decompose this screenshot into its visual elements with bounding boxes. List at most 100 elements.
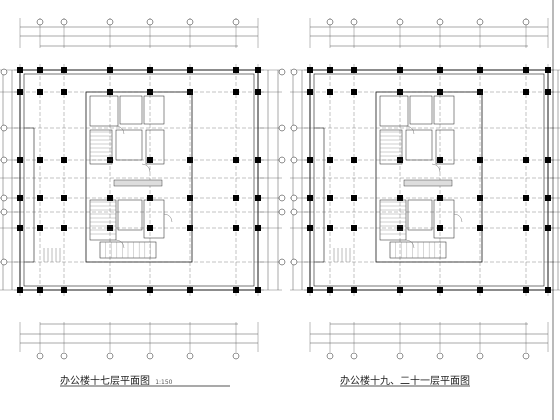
left-floor-plan [0,18,286,360]
left-door-swing [115,239,125,249]
left-column [147,157,153,163]
left-axis-bubble [278,156,286,164]
left-column [255,89,261,95]
right-door-swing [405,125,415,135]
right-column [351,287,357,293]
right-service-room [435,129,455,165]
right-elevator-shaft [405,129,433,161]
left-door-swing [163,213,173,223]
left-service-room [145,129,165,165]
left-column [61,89,67,95]
right-inner-wall [313,73,545,287]
right-column [545,67,551,73]
right-column [437,157,443,163]
left-column [255,195,261,201]
right-plan-title: 办公楼十九、二十一层平面图 [340,376,470,387]
left-column [37,225,43,231]
left-column [233,89,239,95]
left-axis-bubble [278,124,286,132]
left-column [147,195,153,201]
right-column [307,195,313,201]
right-axis-bubble [476,18,484,26]
left-column [187,225,193,231]
right-axis-bubble [326,18,334,26]
left-door-swing [115,125,125,135]
left-column [187,287,193,293]
left-column [187,157,193,163]
left-column [107,195,113,201]
right-column [437,195,443,201]
right-column [307,287,313,293]
right-lift-lobby [403,179,453,187]
right-axis-bubble [290,156,298,164]
right-column [351,67,357,73]
right-elevator-shaft [433,95,455,125]
right-column [351,157,357,163]
left-column [37,157,43,163]
left-column [107,67,113,73]
right-column [545,89,551,95]
left-column [233,67,239,73]
left-column [37,195,43,201]
right-axis-bubble [436,352,444,360]
left-column [233,287,239,293]
right-column [523,67,529,73]
left-elevator-shaft [117,199,143,231]
right-column [545,157,551,163]
left-axis-bubble [60,18,68,26]
right-column [397,195,403,201]
right-axis-bubble [522,18,530,26]
right-column [477,67,483,73]
left-axis-bubble [186,18,194,26]
left-column [17,67,23,73]
right-column [523,225,529,231]
left-axis-bubble [0,194,8,202]
left-column [61,67,67,73]
right-column [397,287,403,293]
left-core [85,91,193,263]
left-column [233,157,239,163]
left-column [61,225,67,231]
right-axis-bubble [476,352,484,360]
left-column [255,225,261,231]
left-axis-bubble [106,352,114,360]
right-column [397,67,403,73]
right-column [307,225,313,231]
right-core [375,91,483,263]
left-inner-wall [23,73,255,287]
left-axis-bubble [0,258,8,266]
right-column [437,287,443,293]
right-column [327,89,333,95]
left-column [187,195,193,201]
left-axis-bubble [0,156,8,164]
left-column [17,287,23,293]
right-axis-bubble [436,18,444,26]
right-column [477,225,483,231]
left-axis-bubble [146,18,154,26]
left-axis-bubble [106,18,114,26]
left-axis-bubble [278,208,286,216]
right-column [523,89,529,95]
left-axis-bubble [36,18,44,26]
right-column [327,157,333,163]
right-column [307,67,313,73]
left-column [37,89,43,95]
right-column [437,225,443,231]
left-restroom [143,199,165,239]
right-column [477,287,483,293]
right-floor-plan [290,18,560,360]
left-axis-bubble [0,68,8,76]
left-column [255,287,261,293]
right-column [523,195,529,201]
right-axis-bubble [290,124,298,132]
right-column [545,225,551,231]
left-restroom [89,95,119,127]
left-outer-wall [19,69,259,291]
left-column [61,195,67,201]
right-column [523,287,529,293]
left-column [61,287,67,293]
right-column [545,195,551,201]
right-axis-bubble [350,18,358,26]
left-column [255,157,261,163]
